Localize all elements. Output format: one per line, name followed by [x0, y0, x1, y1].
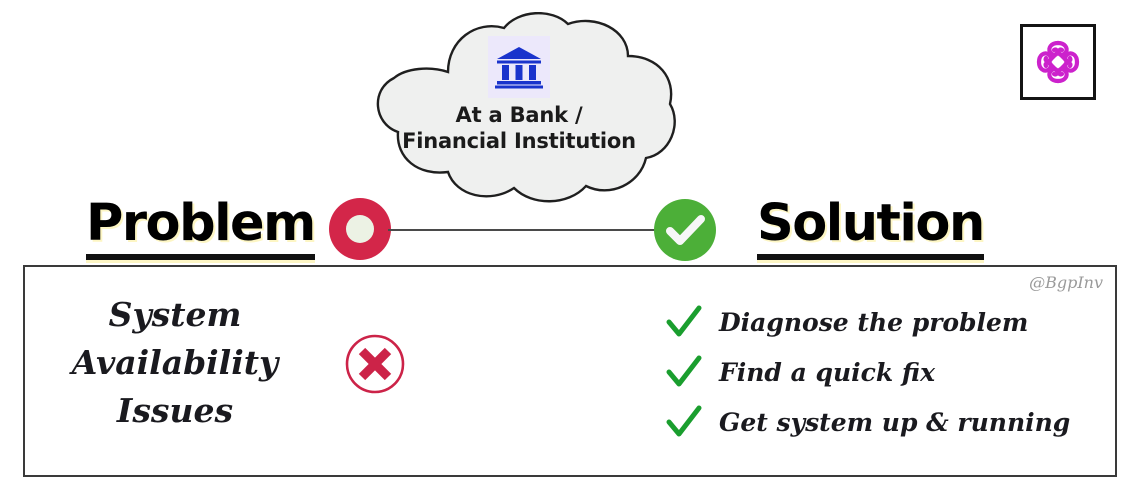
solution-list: Diagnose the problem Find a quick fix Ge…: [665, 297, 1115, 447]
watermark: @BgpInv: [1029, 273, 1103, 292]
bank-building-icon: [488, 36, 550, 98]
solution-item-label: Find a quick fix: [719, 357, 935, 387]
solution-item-label: Diagnose the problem: [719, 307, 1029, 337]
red-dot-circle-icon: [329, 198, 391, 260]
problem-title: System Availability Issues: [71, 295, 279, 430]
cloud-label-line1: At a Bank /: [455, 103, 583, 127]
green-check-icon: [665, 305, 703, 339]
list-item: Get system up & running: [665, 397, 1115, 447]
arrow-right-icon: [388, 210, 670, 250]
solution-item-label: Get system up & running: [719, 407, 1071, 437]
list-item: Find a quick fix: [665, 347, 1115, 397]
green-check-icon: [665, 355, 703, 389]
celtic-knot-icon: [1030, 34, 1086, 90]
list-item: Diagnose the problem: [665, 297, 1115, 347]
brand-logo: [1020, 24, 1096, 100]
red-x-circle-icon: [343, 332, 409, 398]
green-check-circle-icon: [653, 198, 717, 262]
problem-block: System Availability Issues: [25, 291, 325, 435]
green-check-icon: [665, 405, 703, 439]
problem-heading: Problem: [86, 194, 316, 260]
solution-heading: Solution: [757, 194, 985, 260]
cloud-content: At a Bank / Financial Institution: [380, 36, 658, 155]
cloud-label-line2: Financial Institution: [402, 129, 636, 154]
content-panel: @BgpInv System Availability Issues Diagn…: [23, 265, 1117, 477]
cloud-shape: [352, 12, 682, 207]
